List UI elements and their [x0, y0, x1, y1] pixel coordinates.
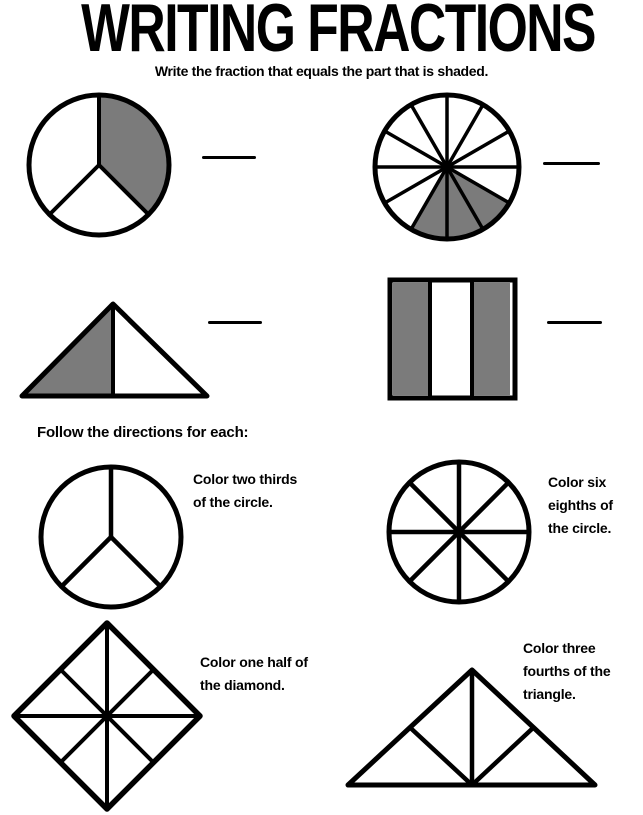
- circle-outline: [386, 459, 532, 605]
- instruction-line: of the circle.: [193, 494, 273, 510]
- divider-line: [59, 535, 113, 589]
- circle-outline: [38, 464, 184, 610]
- answer-blank-4: [547, 321, 602, 324]
- circle-eighths-plain-figure: [386, 459, 532, 605]
- shaded-sector: [411, 167, 510, 239]
- section-heading: Follow the directions for each:: [37, 424, 249, 441]
- instruction-three-fourths: Color three fourths of the triangle.: [523, 637, 611, 706]
- instruction-line: Color two thirds: [193, 471, 298, 487]
- triangle-outline: [345, 667, 598, 788]
- circle-thirds-plain-figure: [38, 464, 184, 610]
- page-title-text: WRITING FRACTIONS: [81, 0, 596, 66]
- instruction-one-half: Color one half of the diamond.: [200, 651, 308, 697]
- worksheet-instructions: Write the fraction that equals the part …: [154, 63, 489, 79]
- page-title: WRITING FRACTIONS: [0, 0, 643, 62]
- instruction-line: eighths of: [548, 497, 613, 513]
- divider-line: [59, 668, 155, 764]
- instruction-six-eighths: Color six eighths of the circle.: [548, 471, 613, 540]
- shaded-strip-right: [474, 283, 510, 395]
- divider-line: [48, 163, 101, 216]
- diamond-eighths-figure: [11, 620, 203, 812]
- circle-twelfths-three-shaded-figure: [372, 92, 522, 242]
- circle-outline: [26, 92, 172, 238]
- divider-line: [109, 535, 163, 589]
- instruction-line: fourths of the: [523, 663, 611, 679]
- triangle-fourths-figure: [345, 667, 598, 788]
- instruction-line: the circle.: [548, 520, 612, 536]
- diamond-outline: [11, 620, 203, 812]
- divider-line: [470, 725, 536, 787]
- instruction-line: Color one half of: [200, 654, 308, 670]
- shaded-sector: [99, 95, 170, 215]
- divider-line: [409, 103, 485, 231]
- square-outline: [387, 277, 518, 401]
- circle-thirds-one-shaded-figure: [26, 92, 172, 238]
- answer-blank-3: [208, 321, 262, 324]
- instruction-two-thirds: Color two thirds of the circle.: [193, 468, 297, 514]
- triangle-halves-one-shaded-figure: [19, 301, 210, 399]
- instruction-line: triangle.: [523, 686, 576, 702]
- instruction-line: Color three: [523, 640, 596, 656]
- answer-blank-2: [543, 162, 600, 165]
- answer-blank-1: [202, 156, 256, 159]
- divider-line: [97, 163, 150, 216]
- instruction-line: the diamond.: [200, 677, 285, 693]
- triangle-outline: [19, 301, 210, 399]
- divider-line: [407, 480, 511, 584]
- shaded-strip-left: [393, 283, 428, 395]
- circle-outline: [372, 92, 522, 242]
- divider-line: [408, 725, 474, 787]
- square-thirds-two-shaded-figure: [387, 277, 518, 401]
- instruction-line: Color six: [548, 474, 607, 490]
